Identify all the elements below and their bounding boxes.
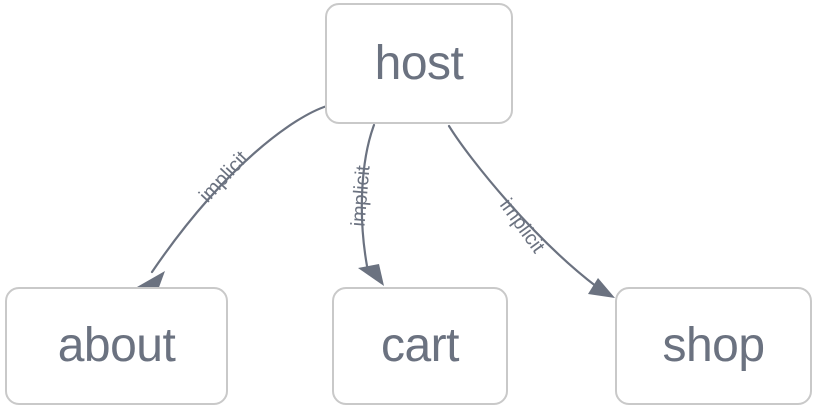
node-about-label: about [57, 319, 176, 372]
edge-host-cart-path [360, 123, 376, 268]
node-shop[interactable]: shop [615, 287, 812, 405]
edge-host-about[interactable] [137, 104, 329, 290]
node-about[interactable]: about [5, 287, 228, 405]
edge-label-host-cart: implicit [347, 164, 375, 228]
node-host-label: host [374, 36, 464, 90]
edge-host-shop[interactable] [447, 124, 615, 298]
edge-host-shop-path [447, 124, 599, 289]
node-cart-label: cart [380, 319, 460, 372]
edge-host-about-arrow [137, 271, 165, 290]
edge-host-cart-arrow [358, 264, 384, 286]
edge-host-about-path [150, 104, 329, 274]
node-shop-label: shop [662, 319, 765, 372]
edge-host-shop-arrow [588, 278, 615, 298]
node-cart[interactable]: cart [332, 287, 508, 405]
edge-host-cart[interactable] [358, 123, 384, 286]
node-host[interactable]: host [325, 3, 513, 124]
